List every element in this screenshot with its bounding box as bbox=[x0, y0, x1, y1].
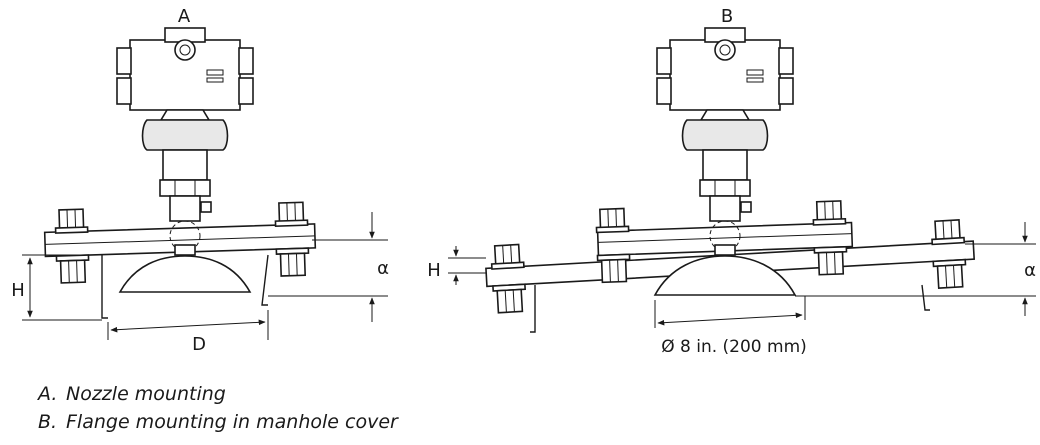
legend-letter: A. bbox=[38, 383, 58, 405]
legend-letter: B. bbox=[38, 411, 58, 433]
dim-d: D bbox=[192, 334, 206, 355]
label-a: A bbox=[178, 6, 191, 27]
dim-alpha-b: α bbox=[1024, 260, 1036, 281]
legend-text: Nozzle mounting bbox=[66, 383, 226, 405]
label-b: B bbox=[721, 6, 733, 27]
legend-text: Flange mounting in manhole cover bbox=[66, 411, 398, 433]
diagram-a: A H D α bbox=[11, 6, 389, 355]
mounting-diagram: A H D α bbox=[11, 6, 1036, 357]
legend-item-a: A. Nozzle mounting bbox=[38, 380, 398, 408]
dim-h-a: H bbox=[11, 280, 25, 301]
dim-diameter: Ø 8 in. (200 mm) bbox=[661, 337, 807, 357]
diagram-b: B H bbox=[427, 6, 1036, 357]
figure-legend: A. Nozzle mounting B. Flange mounting in… bbox=[38, 380, 398, 436]
dim-alpha-a: α bbox=[377, 258, 389, 279]
dim-h-b: H bbox=[427, 260, 441, 281]
legend-item-b: B. Flange mounting in manhole cover bbox=[38, 408, 398, 436]
